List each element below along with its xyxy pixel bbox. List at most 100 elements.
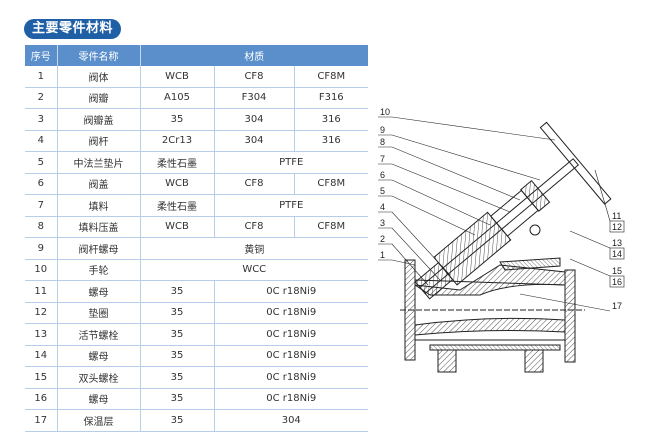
- cell-no: 14: [25, 345, 58, 367]
- cell-material-1: WCB: [140, 216, 215, 238]
- callout-leader-5: [378, 195, 476, 236]
- cell-part-name: 保温层: [57, 409, 141, 432]
- cell-material-1: 柔性石墨: [140, 151, 215, 174]
- cell-part-name: 阀瓣: [57, 87, 141, 109]
- callout-label-11: 11: [612, 211, 621, 221]
- eyebolt: [529, 224, 541, 236]
- table-header-row: 序号 零件名称 材质: [25, 45, 368, 66]
- callout-leader-8: [378, 146, 521, 201]
- cell-material-1: 35: [140, 108, 215, 131]
- callout-box-16: [609, 275, 625, 288]
- handwheel: [539, 121, 612, 205]
- support-right: [524, 349, 544, 373]
- cell-no: 12: [25, 302, 58, 324]
- cell-material-2: 0C r18Ni9: [214, 345, 368, 367]
- cell-part-name: 手轮: [57, 259, 141, 281]
- cell-material-1: 35: [140, 323, 215, 346]
- cell-no: 4: [25, 130, 58, 152]
- callout-label-17: 17: [612, 301, 622, 311]
- cell-material-all: WCC: [140, 259, 368, 281]
- callout-label-7: 7: [380, 154, 385, 164]
- cell-part-name: 垫圈: [57, 302, 141, 324]
- callout-label-6: 6: [380, 170, 385, 180]
- cell-material-1: 35: [140, 280, 215, 303]
- cell-material-1: 35: [140, 366, 215, 389]
- cell-no: 15: [25, 366, 58, 389]
- cell-no: 1: [25, 66, 58, 88]
- cell-no: 5: [25, 151, 58, 174]
- callout-label-3: 3: [380, 218, 385, 228]
- callout-label-14: 14: [612, 249, 622, 259]
- cell-no: 13: [25, 323, 58, 346]
- section-title: 主要零件材料: [24, 19, 122, 39]
- cell-material-3: 316: [294, 108, 368, 131]
- callout-leader-10: [378, 116, 556, 141]
- callout-label-9: 9: [380, 125, 385, 135]
- callout-label-12: 12: [612, 222, 622, 232]
- cell-part-name: 螺母: [57, 280, 141, 303]
- callout-leader-4: [378, 211, 451, 276]
- cell-part-name: 阀杆: [57, 130, 141, 152]
- callout-label-5: 5: [380, 186, 385, 196]
- callout-leader-13: [569, 230, 611, 249]
- cell-material-2: 304: [214, 409, 368, 432]
- cell-material-2: 304: [214, 130, 295, 152]
- cell-material-1: 35: [140, 302, 215, 324]
- cell-material-2: PTFE: [214, 151, 368, 174]
- support-left: [437, 349, 457, 373]
- cell-part-name: 阀杆螺母: [57, 237, 141, 260]
- cell-material-1: 35: [140, 345, 215, 367]
- cell-material-2: 0C r18Ni9: [214, 366, 368, 389]
- cell-part-name: 阀体: [57, 66, 141, 88]
- cell-material-2: CF8: [214, 173, 295, 195]
- cell-material-3: CF8M: [294, 66, 368, 88]
- cell-material-3: F316: [294, 87, 368, 109]
- insulation: [429, 344, 561, 351]
- stem-nut: [520, 179, 551, 212]
- callout-leader-2: [378, 243, 429, 286]
- cell-material-2: 0C r18Ni9: [214, 302, 368, 324]
- cell-material-2: F304: [214, 87, 295, 109]
- cell-material-3: CF8M: [294, 173, 368, 195]
- body-upper-wall: [414, 264, 566, 296]
- callout-label-4: 4: [380, 202, 385, 212]
- cell-no: 7: [25, 194, 58, 217]
- callout-box-14: [609, 247, 625, 260]
- valve-body-drawing: [400, 121, 612, 373]
- cell-part-name: 阀瓣盖: [57, 108, 141, 131]
- cell-material-3: CF8M: [294, 216, 368, 238]
- callout-label-2: 2: [380, 234, 385, 244]
- cell-material-1: 柔性石墨: [140, 194, 215, 217]
- cell-material-1: WCB: [140, 66, 215, 88]
- cell-material-2: 0C r18Ni9: [214, 280, 368, 303]
- callout-leader-7: [378, 163, 511, 213]
- cell-part-name: 填料压盖: [57, 216, 141, 238]
- callout-label-16: 16: [612, 277, 622, 287]
- cell-no: 11: [25, 280, 58, 303]
- callout-label-15: 15: [612, 266, 622, 276]
- header-no: 序号: [25, 45, 58, 66]
- callout-leader-15: [569, 258, 611, 277]
- cell-material-all: 黄铜: [140, 237, 368, 260]
- callout-leader-3: [378, 227, 441, 281]
- cell-material-2: CF8: [214, 216, 295, 238]
- callout-label-1: 1: [380, 250, 385, 260]
- callout-label-8: 8: [380, 137, 385, 147]
- cell-material-2: 0C r18Ni9: [214, 323, 368, 346]
- header-material: 材质: [140, 45, 368, 66]
